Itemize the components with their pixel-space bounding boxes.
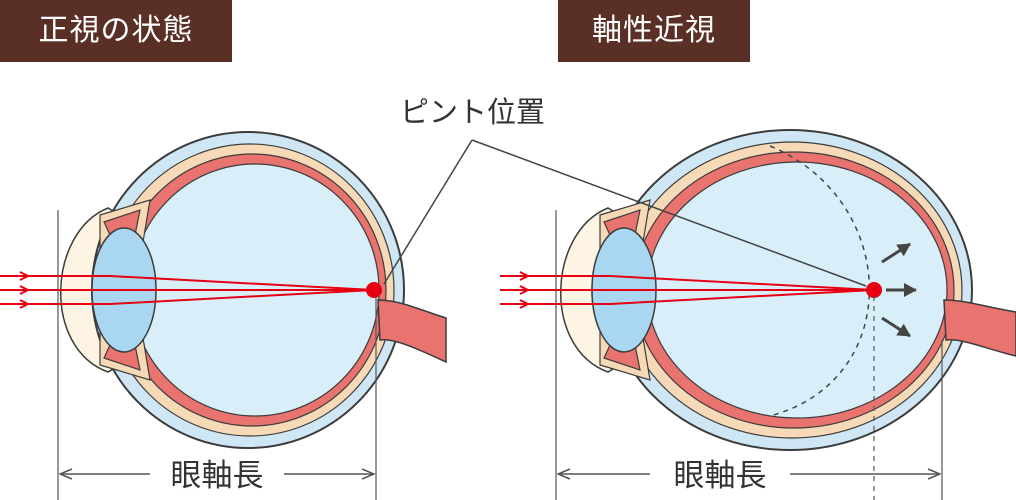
light-rays-right xyxy=(500,276,875,304)
elongation-arrows xyxy=(881,242,917,338)
axial-length-label-left: 眼軸長 xyxy=(171,458,264,494)
focus-point-left xyxy=(366,282,382,298)
eye-normal xyxy=(0,131,447,449)
optic-nerve-right xyxy=(943,299,1016,357)
optic-nerve-left xyxy=(377,299,447,364)
light-rays-left xyxy=(0,276,375,304)
focus-callout xyxy=(383,139,867,287)
dimension-lines xyxy=(57,210,943,500)
title-normal: 正視の状態 xyxy=(0,0,232,62)
axial-length-label-right: 眼軸長 xyxy=(674,458,767,494)
eye-axial-myopia xyxy=(500,129,1016,451)
focus-point-right xyxy=(866,282,882,298)
title-axial-myopia: 軸性近視 xyxy=(558,0,750,62)
focus-position-label: ピント位置 xyxy=(400,95,545,129)
